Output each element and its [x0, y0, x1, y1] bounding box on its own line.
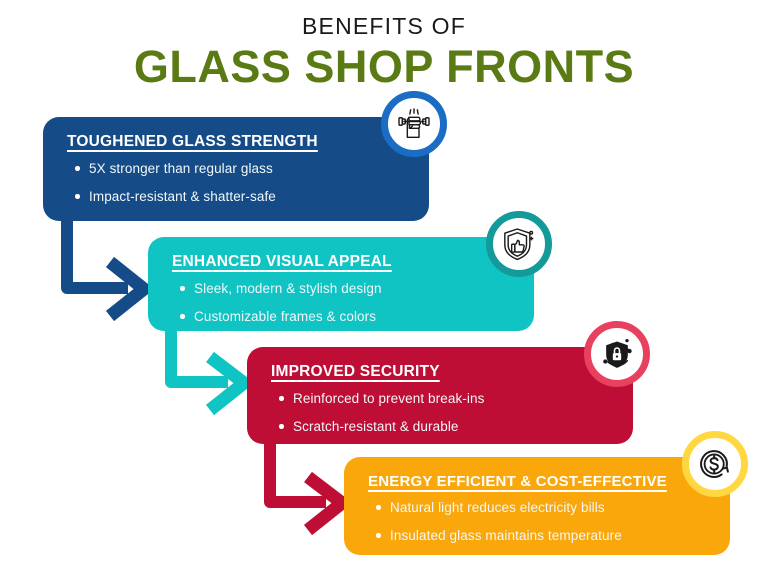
connector-2-to-3 [165, 328, 255, 416]
fist-dumbbell-icon [394, 104, 434, 144]
list-item: 5X stronger than regular glass [75, 160, 409, 177]
icon-badge-visual-appeal [486, 211, 552, 277]
card-bullet-list: Sleek, modern & stylish design Customiza… [172, 280, 514, 325]
icon-badge-security [584, 321, 650, 387]
card-title: ENHANCED VISUAL APPEAL [172, 253, 392, 270]
shield-thumbs-up-icon [499, 224, 539, 264]
card-title: IMPROVED SECURITY [271, 363, 440, 380]
page-header: BENEFITS OF GLASS SHOP FRONTS [0, 12, 768, 92]
benefit-card-enhanced-visual-appeal[interactable]: ENHANCED VISUAL APPEAL Sleek, modern & s… [148, 237, 534, 331]
shield-lock-network-icon [597, 334, 637, 374]
page-title: GLASS SHOP FRONTS [133, 41, 635, 92]
list-item: Customizable frames & colors [180, 308, 514, 325]
card-title: TOUGHENED GLASS STRENGTH [67, 133, 318, 150]
benefit-card-improved-security[interactable]: IMPROVED SECURITY Reinforced to prevent … [247, 347, 633, 444]
list-item: Insulated glass maintains temperature [376, 527, 710, 544]
benefit-card-energy-efficient-cost-effective[interactable]: ENERGY EFFICIENT & COST-EFFECTIVE Natura… [344, 457, 730, 555]
icon-badge-strength [381, 91, 447, 157]
list-item: Impact-resistant & shatter-safe [75, 188, 409, 205]
card-bullet-list: Reinforced to prevent break-ins Scratch-… [271, 390, 613, 435]
connector-3-to-4 [264, 441, 353, 536]
list-item: Reinforced to prevent break-ins [279, 390, 613, 407]
list-item: Scratch-resistant & durable [279, 418, 613, 435]
card-bullet-list: Natural light reduces electricity bills … [368, 499, 710, 544]
header-eyebrow: BENEFITS OF [302, 13, 466, 39]
card-title: ENERGY EFFICIENT & COST-EFFECTIVE [368, 473, 667, 490]
benefit-card-toughened-glass-strength[interactable]: TOUGHENED GLASS STRENGTH 5X stronger tha… [43, 117, 429, 221]
list-item: Sleek, modern & stylish design [180, 280, 514, 297]
dollar-refresh-icon [695, 444, 735, 484]
list-item: Natural light reduces electricity bills [376, 499, 710, 516]
card-bullet-list: 5X stronger than regular glass Impact-re… [67, 160, 409, 205]
icon-badge-cost-effective [682, 431, 748, 497]
connector-1-to-2 [61, 218, 155, 322]
